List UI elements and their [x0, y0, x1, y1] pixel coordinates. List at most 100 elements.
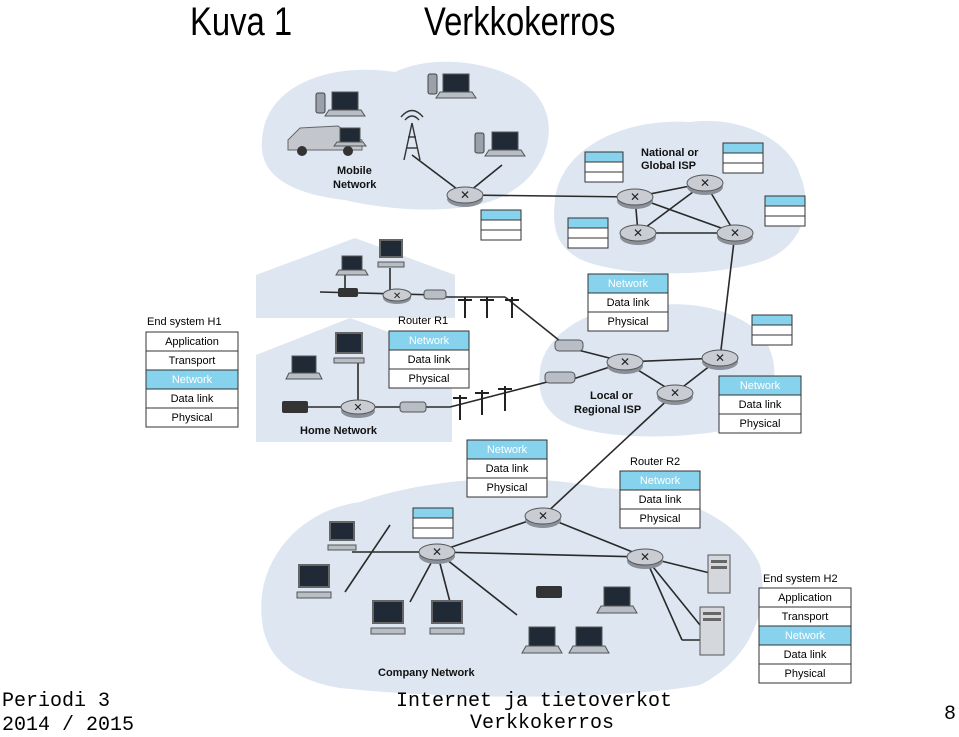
server-icons — [699, 554, 731, 656]
cellphone-icon — [427, 73, 438, 95]
layer-label: Data link — [639, 494, 682, 506]
layer-label: Network — [640, 475, 681, 487]
desktop-computer-icon — [429, 600, 465, 635]
blank-stack — [722, 142, 764, 174]
laptop-icon — [324, 91, 366, 117]
blank-stack-icons — [412, 142, 806, 539]
router-icon: ✕ — [382, 288, 412, 304]
cell-tower-icon — [400, 109, 424, 161]
router-icon: ✕ — [524, 507, 562, 528]
layer-label: Physical — [785, 668, 826, 680]
router-icon: ✕ — [626, 548, 664, 569]
svg-text:✕: ✕ — [620, 355, 630, 369]
laptop-icon — [596, 586, 638, 614]
desktop-icons — [296, 239, 465, 635]
stack-title: End system H1 — [147, 316, 222, 328]
footer-course: Internet ja tietoverkot — [396, 690, 673, 713]
svg-text:✕: ✕ — [353, 401, 362, 414]
isp-global-line2: Global ISP — [641, 160, 696, 172]
router-r2-stack: Router R2 Network Data link Physical — [619, 456, 701, 529]
router-icons: ✕ ✕ ✕ ✕ ✕ ✕ ✕ ✕ ✕ ✕ ✕ ✕ ✕ — [340, 174, 754, 569]
isp-stack-right: Network Data link Physical — [718, 375, 802, 434]
laptop-icon — [484, 131, 526, 157]
layer-label: Network — [740, 380, 781, 392]
figure-number: Kuva 1 — [190, 0, 293, 44]
isp-local-line2: Regional ISP — [574, 404, 641, 416]
router-icon: ✕ — [606, 353, 644, 374]
svg-text:✕: ✕ — [700, 176, 710, 190]
svg-text:✕: ✕ — [432, 545, 442, 559]
layer-label: Data link — [607, 297, 650, 309]
blank-stack — [412, 507, 454, 539]
layer-label: Transport — [169, 355, 216, 367]
router-icon: ✕ — [619, 224, 657, 245]
layer-label: Data link — [739, 399, 782, 411]
modem-icon — [544, 371, 576, 384]
layer-label: Physical — [640, 513, 681, 525]
router-icon: ✕ — [616, 188, 654, 209]
svg-text:✕: ✕ — [630, 190, 640, 204]
layer-label: Data link — [784, 649, 827, 661]
svg-text:✕: ✕ — [730, 226, 740, 240]
page-title: Verkkokerros — [424, 0, 616, 44]
svg-text:✕: ✕ — [640, 550, 650, 564]
layer-label: Network — [608, 278, 649, 290]
layer-label: Physical — [740, 418, 781, 430]
blank-stack — [480, 209, 522, 241]
desktop-computer-icon — [327, 521, 357, 551]
mobile-label-line2: Network — [333, 179, 377, 191]
desktop-computer-icon — [333, 332, 365, 364]
isp-stack-top: Network Data link Physical — [587, 273, 669, 332]
company-network-region — [261, 478, 763, 697]
end-system-h1-stack: End system H1 Application Transport Netw… — [145, 316, 239, 428]
laptop-icon — [521, 626, 563, 654]
stack-title: Router R2 — [630, 456, 680, 468]
router-icon: ✕ — [701, 349, 739, 370]
layer-label: Physical — [608, 316, 649, 328]
layer-label: Network — [409, 335, 450, 347]
layer-label: Application — [778, 592, 832, 604]
wireless-router-icon — [536, 586, 562, 598]
isp-global-line1: National or — [641, 147, 699, 159]
layer-label: Data link — [486, 463, 529, 475]
layer-label: Physical — [487, 482, 528, 494]
router-icon: ✕ — [716, 224, 754, 245]
laptop-icon — [568, 626, 610, 654]
laptop-icons — [285, 73, 638, 654]
modem-icon — [399, 401, 427, 413]
footer-period: Periodi 3 — [2, 690, 111, 713]
mobile-label-line1: Mobile — [337, 165, 372, 177]
router-icon: ✕ — [656, 384, 694, 405]
svg-text:✕: ✕ — [460, 188, 470, 202]
svg-text:✕: ✕ — [715, 351, 725, 365]
laptop-icon — [435, 73, 477, 99]
layer-label: Physical — [172, 412, 213, 424]
layer-label: Network — [487, 444, 528, 456]
desktop-computer-icon — [370, 600, 406, 635]
end-system-h2-stack: End system H2 Application Transport Netw… — [758, 573, 852, 684]
stack-title: End system H2 — [763, 573, 838, 585]
isp-local-line1: Local or — [590, 390, 634, 402]
server-icon — [699, 606, 725, 656]
blank-stack — [764, 195, 806, 227]
layer-label: Network — [785, 630, 826, 642]
layer-label: Physical — [409, 373, 450, 385]
router-icon: ✕ — [686, 174, 724, 195]
footer-topic: Verkkokerros — [470, 712, 615, 735]
router-icon: ✕ — [340, 399, 376, 418]
laptop-icon — [335, 255, 369, 276]
svg-text:✕: ✕ — [633, 226, 643, 240]
isp-local-region — [539, 304, 775, 437]
server-icon — [707, 554, 731, 594]
modem-icon — [423, 289, 447, 300]
blank-stack — [751, 314, 793, 346]
layer-label: Application — [165, 336, 219, 348]
modem-icons — [282, 288, 584, 598]
router-icon: ✕ — [418, 543, 456, 564]
svg-text:✕: ✕ — [670, 386, 680, 400]
cellphone-icon — [315, 92, 326, 114]
company-edge-stack: Network Data link Physical — [466, 439, 548, 498]
laptop-icon — [285, 355, 323, 380]
